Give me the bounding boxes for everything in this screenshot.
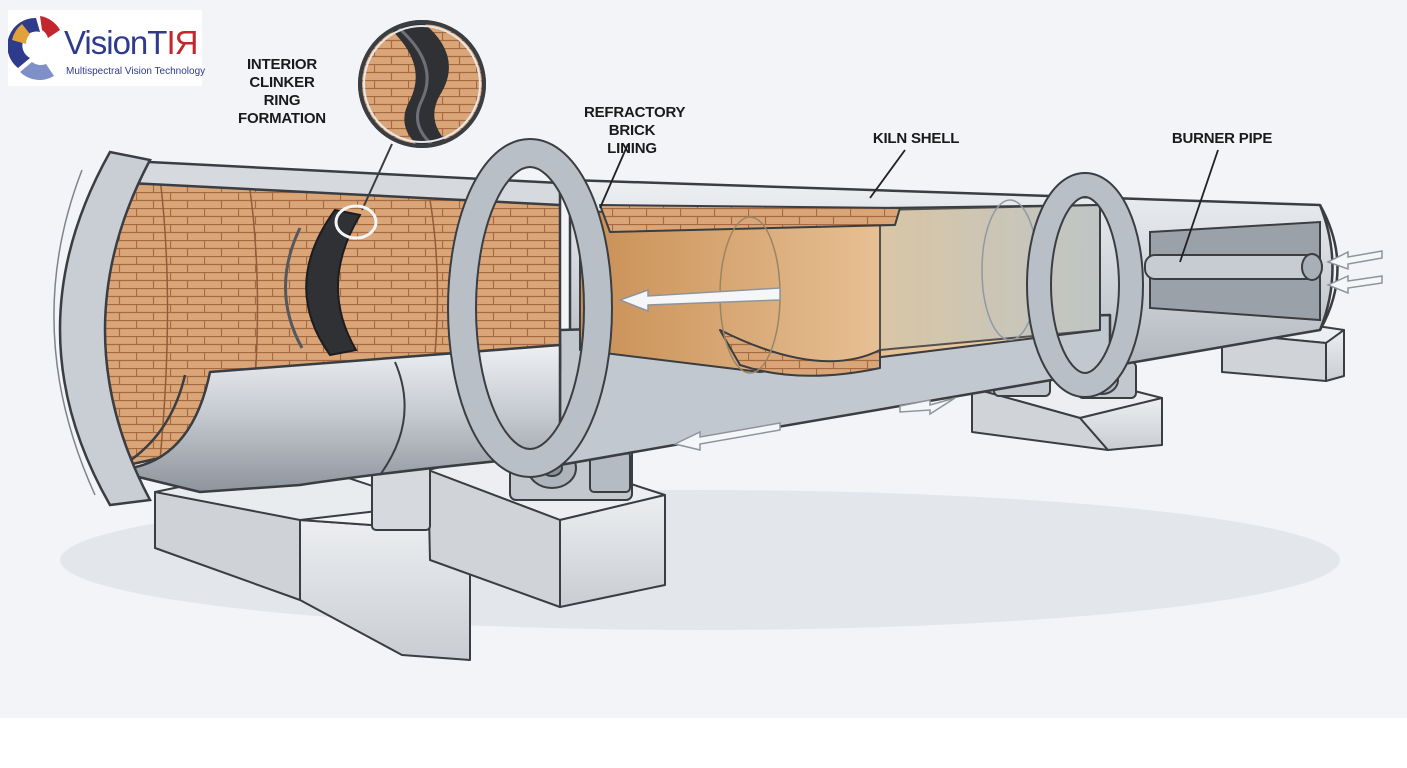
clinker-ring	[284, 208, 362, 357]
clinker-ring-label-line1: INTERIOR CLINKER	[246, 56, 318, 91]
refractory-lining-label: REFRACTORY BRICK LINING	[584, 104, 686, 158]
flow-arrows	[617, 250, 1383, 451]
kiln-shell-label: KILN SHELL	[868, 130, 964, 148]
burner-pipe-label: BURNER PIPE	[1170, 130, 1274, 148]
kiln-shell-leader	[869, 149, 906, 199]
clinker-magnifier	[334, 20, 486, 240]
burner-pipe-label-text: BURNER PIPE	[1171, 130, 1273, 147]
logo-wordmark: VisionTIЯ	[64, 24, 198, 62]
leader-lines	[599, 143, 1219, 263]
background-bottom	[0, 718, 1407, 768]
visiontir-logo: VisionTIЯ Multispectral Vision Technolog…	[8, 10, 206, 86]
concrete-pier-second	[427, 447, 666, 608]
refractory-lining-label-line2: BRICK LINING	[607, 122, 657, 157]
kiln-shell-label-text: KILN SHELL	[872, 130, 960, 147]
riding-ring-1	[447, 138, 613, 478]
burner-pipe	[1144, 220, 1323, 322]
logo-tagline: Multispectral Vision Technology	[66, 66, 206, 77]
gas-flow-arrow-interior	[617, 287, 781, 313]
air-inlet-arrow-top	[1326, 250, 1383, 271]
shell-end-cap	[1318, 204, 1339, 331]
logo-mark-icon	[8, 16, 60, 80]
riding-ring-2	[1026, 172, 1144, 398]
kiln-end-flange	[53, 150, 152, 507]
clinker-ring-label: INTERIOR CLINKER RING FORMATION	[218, 56, 346, 128]
logo-wordmark-main: VisionT	[64, 24, 167, 61]
material-flow-arrow-left	[672, 422, 781, 451]
air-inlet-arrow-bottom	[1326, 274, 1383, 295]
material-flow-arrow-right	[899, 397, 956, 416]
clinker-ring-label-line2: RING FORMATION	[238, 92, 326, 127]
refractory-leader	[599, 143, 629, 209]
logo-wordmark-accent: IЯ	[166, 24, 198, 61]
refractory-lining-label-line1: REFRACTORY	[584, 104, 686, 121]
burner-pipe-leader	[1179, 149, 1219, 263]
